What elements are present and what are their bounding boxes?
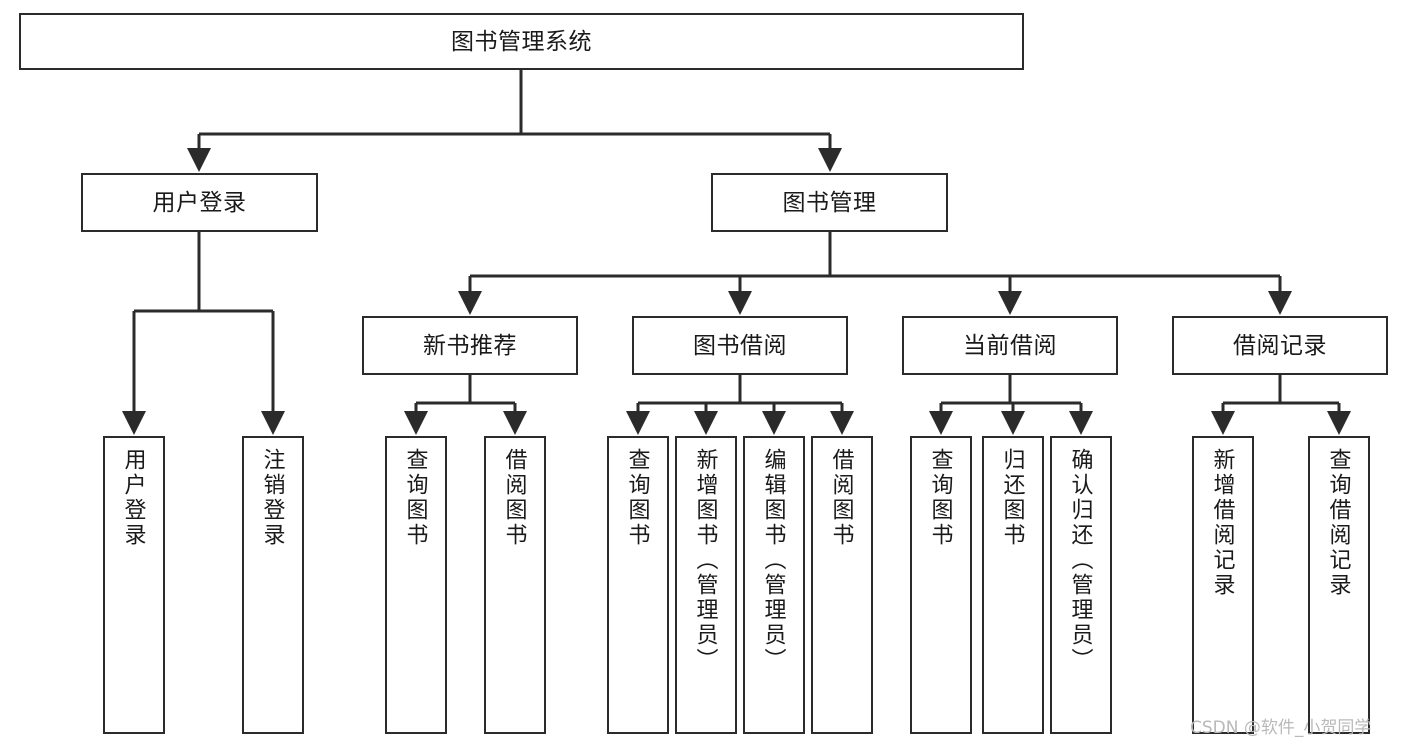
leaf-user-login[interactable]: 用户登录 bbox=[103, 436, 165, 734]
leaf-cb-query-book-label: 查询图书 bbox=[928, 448, 954, 548]
node-new-book-rec-label: 新书推荐 bbox=[423, 331, 517, 358]
leaf-logout[interactable]: 注销登录 bbox=[242, 436, 304, 734]
leaf-br-add-record-label: 新增借阅记录 bbox=[1210, 448, 1236, 598]
leaf-rec-borrow-book[interactable]: 借阅图书 bbox=[484, 436, 546, 734]
node-book-manage[interactable]: 图书管理 bbox=[711, 173, 948, 232]
leaf-bb-query-book-label: 查询图书 bbox=[625, 448, 651, 548]
leaf-bb-add-book-label: 新增图书（管理员） bbox=[693, 448, 719, 673]
leaf-rec-query-book-label: 查询图书 bbox=[403, 448, 429, 548]
leaf-br-query-record-label: 查询借阅记录 bbox=[1326, 448, 1352, 598]
leaf-bb-edit-book-label: 编辑图书（管理员） bbox=[761, 448, 787, 673]
node-user-login[interactable]: 用户登录 bbox=[81, 173, 318, 232]
leaf-br-add-record[interactable]: 新增借阅记录 bbox=[1192, 436, 1254, 734]
leaf-cb-return-book[interactable]: 归还图书 bbox=[982, 436, 1044, 734]
node-book-borrow[interactable]: 图书借阅 bbox=[632, 316, 848, 375]
leaf-bb-borrow-book[interactable]: 借阅图书 bbox=[811, 436, 873, 734]
leaf-bb-borrow-book-label: 借阅图书 bbox=[829, 448, 855, 548]
leaf-user-login-label: 用户登录 bbox=[121, 448, 147, 548]
leaf-bb-query-book[interactable]: 查询图书 bbox=[607, 436, 669, 734]
node-user-login-label: 用户登录 bbox=[152, 188, 247, 215]
node-root[interactable]: 图书管理系统 bbox=[19, 13, 1024, 70]
node-book-borrow-label: 图书借阅 bbox=[693, 331, 787, 358]
leaf-logout-label: 注销登录 bbox=[260, 448, 286, 548]
leaf-bb-edit-book[interactable]: 编辑图书（管理员） bbox=[743, 436, 805, 734]
leaf-br-query-record[interactable]: 查询借阅记录 bbox=[1308, 436, 1370, 734]
leaf-rec-borrow-book-label: 借阅图书 bbox=[502, 448, 528, 548]
leaf-bb-add-book[interactable]: 新增图书（管理员） bbox=[675, 436, 737, 734]
node-current-borrow[interactable]: 当前借阅 bbox=[902, 316, 1118, 375]
leaf-cb-confirm-return-label: 确认归还（管理员） bbox=[1068, 448, 1094, 673]
node-borrow-record-label: 借阅记录 bbox=[1233, 331, 1327, 358]
node-borrow-record[interactable]: 借阅记录 bbox=[1172, 316, 1388, 375]
node-new-book-rec[interactable]: 新书推荐 bbox=[362, 316, 578, 375]
leaf-cb-query-book[interactable]: 查询图书 bbox=[910, 436, 972, 734]
leaf-rec-query-book[interactable]: 查询图书 bbox=[385, 436, 447, 734]
csdn-watermark: CSDN @软件_小贺同学 bbox=[1190, 718, 1372, 738]
leaf-cb-confirm-return[interactable]: 确认归还（管理员） bbox=[1050, 436, 1112, 734]
node-book-manage-label: 图书管理 bbox=[782, 188, 877, 215]
node-root-label: 图书管理系统 bbox=[451, 27, 592, 54]
node-current-borrow-label: 当前借阅 bbox=[963, 331, 1057, 358]
leaf-cb-return-book-label: 归还图书 bbox=[1000, 448, 1026, 548]
